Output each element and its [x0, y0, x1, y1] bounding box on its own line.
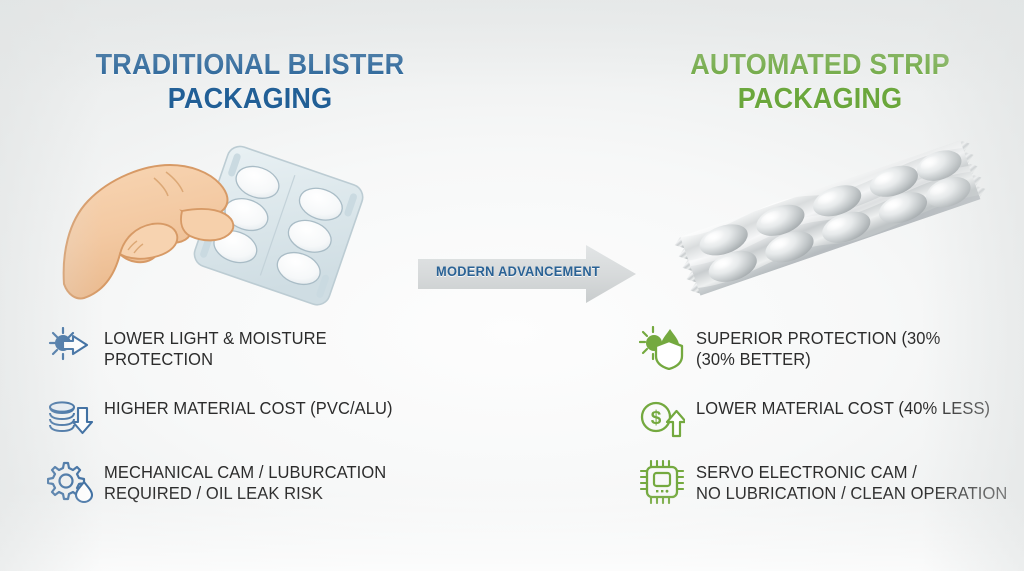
feature-text: SUPERIOR PROTECTION (30% (30% BETTER)	[696, 328, 941, 369]
page-title-traditional: TRADITIONAL BLISTER PACKAGING	[55, 48, 446, 116]
aluminium-strip-pack-illustration	[660, 125, 1000, 305]
feature-text: LOWER LIGHT & MOISTURE PROTECTION	[104, 328, 327, 369]
arrow-label: MODERN ADVANCEMENT	[435, 264, 601, 279]
feature-list-automated: SUPERIOR PROTECTION (30% (30% BETTER) $ …	[634, 322, 1024, 524]
title-right-line-1: AUTOMATED STRIP	[690, 49, 950, 81]
blister-pack-svg	[62, 145, 364, 306]
feature-list-traditional: LOWER LIGHT & MOISTURE PROTECTION HIGHER…	[42, 322, 442, 524]
gear-oil-droplet-icon	[42, 456, 98, 508]
hand-holding-blister-pack-illustration	[62, 132, 392, 307]
feature-text: HIGHER MATERIAL COST (PVC/ALU)	[104, 398, 393, 418]
feature-text: SERVO ELECTRONIC CAM / NO LUBRICATION / …	[696, 462, 1008, 503]
feature-item-lower-cost: $ LOWER MATERIAL COST (40% LESS)	[634, 392, 1024, 444]
feature-item-mechanical-cam: MECHANICAL CAM / LUBURCATION REQUIRED / …	[42, 456, 442, 510]
title-right-line-2: PACKAGING	[737, 83, 903, 116]
feature-item-material-cost: HIGHER MATERIAL COST (PVC/ALU)	[42, 392, 442, 444]
title-left-line-1: TRADITIONAL BLISTER	[95, 49, 405, 81]
page-title-automated: AUTOMATED STRIP PACKAGING	[634, 48, 1006, 116]
hand-shape	[62, 163, 235, 300]
arrow-shape-icon	[418, 245, 636, 303]
sun-moisture-arrow-icon	[42, 322, 98, 374]
sun-droplet-shield-icon	[634, 322, 690, 374]
feature-item-superior-protection: SUPERIOR PROTECTION (30% (30% BETTER)	[634, 322, 1024, 376]
title-left-line-2: PACKAGING	[167, 83, 333, 116]
microchip-icon	[634, 456, 690, 508]
feature-item-light-moisture: LOWER LIGHT & MOISTURE PROTECTION	[42, 322, 442, 376]
svg-text:$: $	[651, 408, 662, 429]
dollar-up-arrow-icon: $	[634, 392, 690, 444]
coin-stack-down-arrow-icon	[42, 392, 98, 444]
feature-text: MECHANICAL CAM / LUBURCATION REQUIRED / …	[104, 462, 387, 503]
feature-item-servo-cam: SERVO ELECTRONIC CAM / NO LUBRICATION / …	[634, 456, 1024, 510]
strip-pack-svg	[674, 140, 986, 296]
feature-text: LOWER MATERIAL COST (40% LESS)	[696, 398, 991, 418]
modern-advancement-arrow: MODERN ADVANCEMENT	[418, 243, 636, 305]
